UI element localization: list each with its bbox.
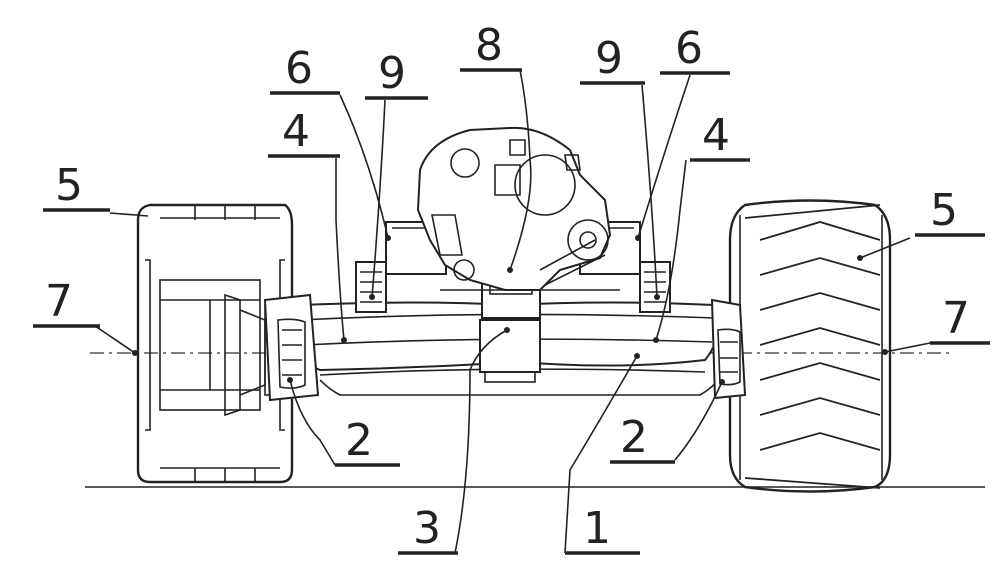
callout-6-left: 6 [285,43,313,94]
callout-5-right: 5 [930,185,958,236]
callout-9-right: 9 [595,33,623,84]
callout-6-right: 6 [675,23,703,74]
leader-lines [94,69,931,554]
callout-9-left: 9 [378,48,406,99]
callout-2-left: 2 [345,415,373,466]
callout-8: 8 [475,20,503,71]
callout-4-left: 4 [282,106,310,157]
callout-5-left: 5 [55,160,83,211]
drive-unit [416,126,620,291]
left-spring [355,261,387,313]
callout-1: 1 [583,503,611,554]
callout-3: 3 [413,503,441,554]
callout-7-left: 7 [45,276,73,327]
callout-2-right: 2 [620,412,648,463]
callout-7-right: 7 [942,293,970,344]
callout-4-right: 4 [702,110,730,161]
right-wheel-tyre [728,199,892,493]
label-underlines [33,68,990,555]
